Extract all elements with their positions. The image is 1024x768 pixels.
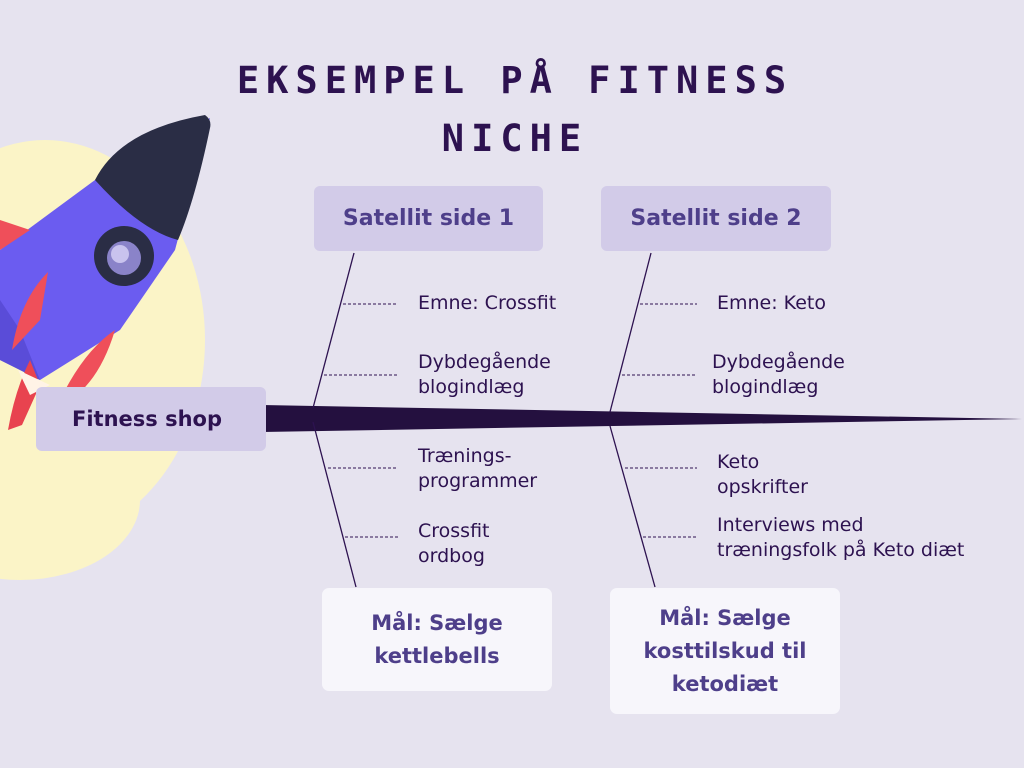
topic-1-2-line2: blogindlæg bbox=[418, 375, 551, 400]
goal-1-line1: Mål: Sælge bbox=[371, 607, 503, 640]
topic-1-4-line1: Crossfit bbox=[418, 519, 490, 544]
spine-arrow bbox=[262, 405, 1022, 432]
topic-1-4: Crossfit ordbog bbox=[418, 519, 490, 569]
hub-fitness-shop: Fitness shop bbox=[36, 387, 266, 451]
topic-2-2-line1: Dybdegående bbox=[712, 350, 845, 375]
branch-2 bbox=[610, 253, 651, 412]
topic-2-3-line2: opskrifter bbox=[717, 475, 808, 500]
topic-2-1: Emne: Keto bbox=[717, 291, 826, 316]
topic-1-4-line2: ordbog bbox=[418, 544, 490, 569]
topic-1-3-line2: programmer bbox=[418, 469, 537, 494]
goal-2-box: Mål: Sælge kosttilskud til ketodiæt bbox=[610, 588, 840, 714]
satellite-1-box: Satellit side 1 bbox=[314, 186, 543, 251]
topic-2-4-line1: Interviews med bbox=[717, 513, 964, 538]
topic-1-3: Trænings- programmer bbox=[418, 444, 537, 494]
topic-2-1-line1: Emne: Keto bbox=[717, 291, 826, 316]
goal-2-line3: ketodiæt bbox=[644, 668, 807, 701]
topic-1-1-line1: Emne: Crossfit bbox=[418, 291, 556, 316]
topic-2-2-line2: blogindlæg bbox=[712, 375, 845, 400]
goal-2-line2: kosttilskud til bbox=[644, 635, 807, 668]
branch-2-lower bbox=[610, 426, 655, 587]
topic-2-4-line2: træningsfolk på Keto diæt bbox=[717, 538, 964, 563]
topic-2-4: Interviews med træningsfolk på Keto diæt bbox=[717, 513, 964, 563]
topic-2-3-line1: Keto bbox=[717, 450, 808, 475]
topic-1-1: Emne: Crossfit bbox=[418, 291, 556, 316]
topic-1-3-line1: Trænings- bbox=[418, 444, 537, 469]
topic-2-2: Dybdegående blogindlæg bbox=[712, 350, 845, 400]
topic-1-2-line1: Dybdegående bbox=[418, 350, 551, 375]
goal-1-line2: kettlebells bbox=[371, 640, 503, 673]
branch-1 bbox=[313, 253, 354, 408]
goal-1-box: Mål: Sælge kettlebells bbox=[322, 588, 552, 691]
topic-2-3: Keto opskrifter bbox=[717, 450, 808, 500]
topic-1-2: Dybdegående blogindlæg bbox=[418, 350, 551, 400]
goal-2-line1: Mål: Sælge bbox=[644, 602, 807, 635]
satellite-2-box: Satellit side 2 bbox=[601, 186, 831, 251]
branch-1-lower bbox=[313, 422, 356, 587]
